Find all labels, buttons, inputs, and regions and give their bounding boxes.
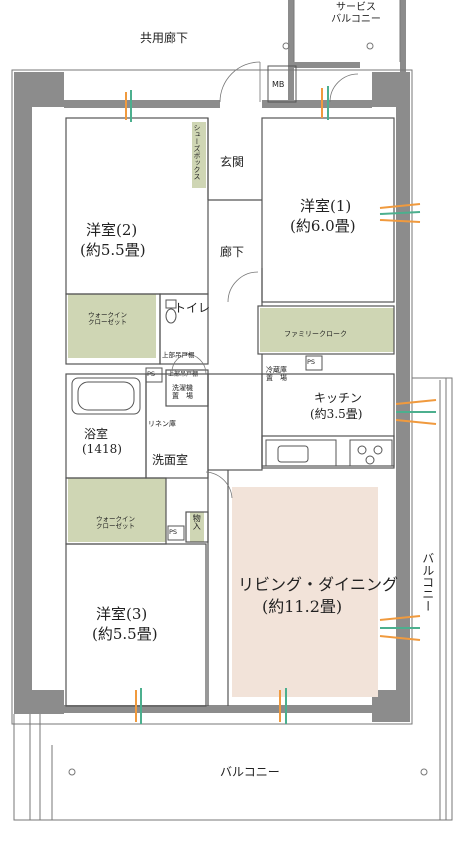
kitchen-size: (約3.5畳) [310, 407, 363, 421]
room-fills [68, 122, 394, 697]
living-dining-label: リビング・ダイニング [238, 575, 399, 594]
western-room-2-label: 洋室(2) [86, 221, 138, 239]
walkin-closet-2-label: ウォークイン クローゼット [96, 515, 135, 531]
storage-label: 物入 [192, 514, 202, 530]
service-balcony-label: サービス バルコニー [331, 2, 381, 25]
western-room-2-size: (約5.5畳) [80, 241, 146, 259]
balcony-side-label: バルコニー [420, 552, 435, 612]
mb-label: MB [272, 80, 285, 89]
ps-boxes [145, 355, 323, 541]
common-corridor-label: 共用廊下 [140, 31, 189, 45]
western-room-3-size: (約5.5畳) [92, 625, 158, 643]
bathtub [71, 377, 141, 415]
western-room-1-size: (約6.0畳) [290, 217, 356, 235]
walkin-closet-1-label: ウォークイン クローゼット [88, 311, 127, 327]
hallway-label: 廊下 [220, 245, 245, 259]
ps-2-label: PS [307, 358, 316, 366]
outer-outline [11, 0, 453, 821]
entrance-label: 玄関 [220, 155, 245, 169]
ps-1-label: PS [147, 370, 156, 378]
western-room-3-label: 洋室(3) [96, 605, 148, 623]
fridge-space-label: 冷蔵庫 置 場 [266, 366, 287, 383]
upper-cabinet-1-label: 上部吊戸棚 [162, 351, 195, 359]
mb-box [267, 65, 297, 103]
shoebox-label: シューズボックス [193, 124, 202, 180]
kitchen-counter [265, 439, 393, 467]
upper-cabinet-2-label: 上部吊戸棚 [168, 371, 199, 378]
interior-walls [65, 117, 395, 707]
living-dining-size: (約11.2畳) [262, 597, 343, 616]
washer-space-label: 洗濯機 置 場 [172, 384, 193, 401]
kitchen-label: キッチン [314, 391, 363, 405]
family-closet-label: ファミリークローク [284, 330, 347, 338]
balcony-markers [68, 42, 428, 776]
bathroom-label: 浴室 [84, 427, 109, 441]
balcony-bottom-label: バルコニー [220, 765, 280, 779]
bathroom-size: (1418) [82, 442, 122, 456]
outer-walls [14, 0, 410, 722]
ventilation-marks [125, 86, 437, 724]
western-room-1-label: 洋室(1) [300, 197, 352, 215]
doors [171, 61, 359, 499]
ps-3-label: PS [169, 528, 178, 536]
washroom-label: 洗面室 [152, 453, 189, 467]
toilet-label: トイレ [174, 301, 211, 315]
toilet-fixture [165, 299, 177, 324]
linen-label: リネン庫 [148, 420, 176, 428]
